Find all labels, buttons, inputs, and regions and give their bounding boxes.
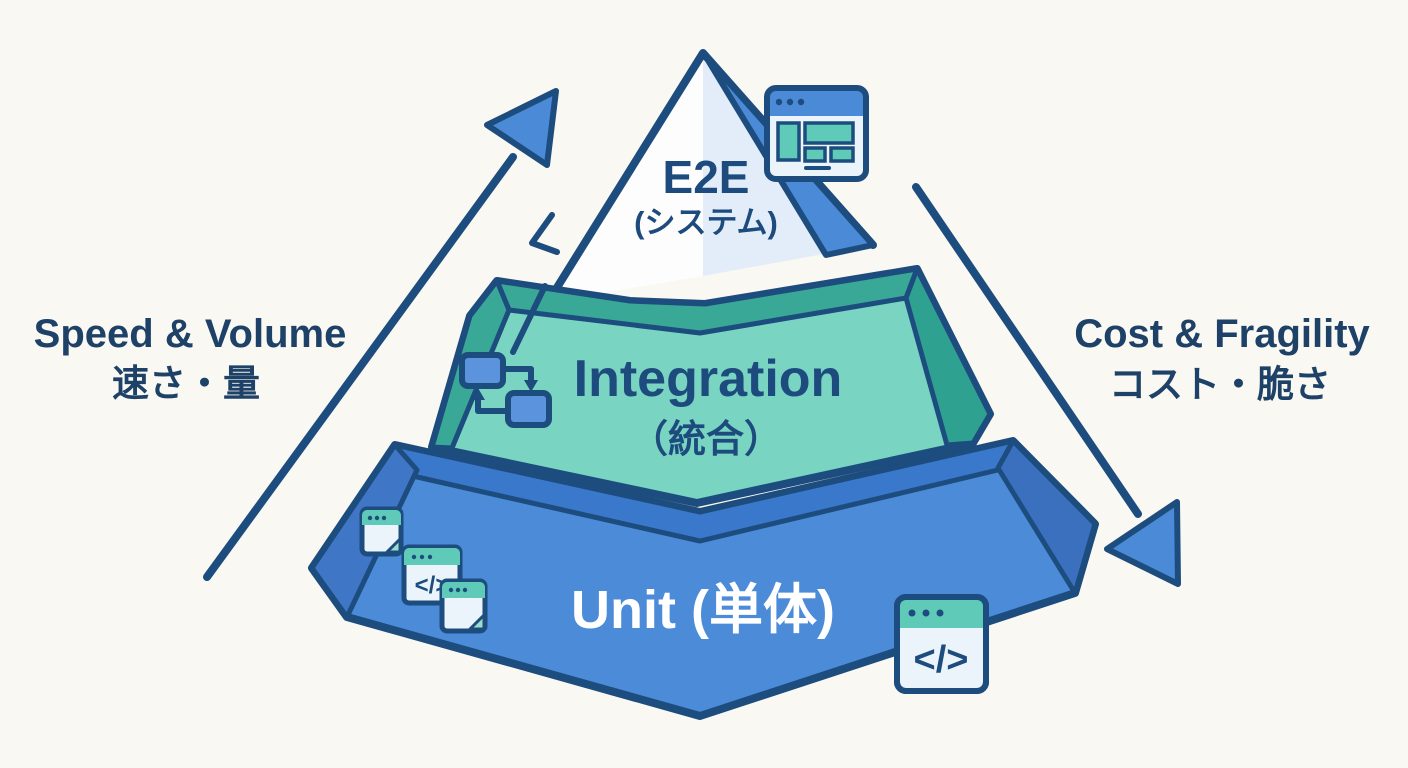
flowchart-box bbox=[505, 390, 552, 428]
file-window-titlebar bbox=[362, 510, 401, 525]
titlebar-dot-icon bbox=[908, 609, 916, 617]
cost-fragility-label-ja: コスト・脆さ bbox=[1109, 363, 1331, 405]
flowchart-connector bbox=[500, 366, 534, 383]
flowchart-arrowhead-up-icon bbox=[471, 388, 485, 400]
flowchart-box bbox=[459, 352, 506, 389]
folded-corner-icon bbox=[468, 613, 486, 631]
cost-fragility-label-en: Cost & Fragility bbox=[1074, 312, 1370, 356]
browser-icon-content-block bbox=[803, 121, 855, 145]
integration-sublabel: （統合） bbox=[630, 419, 782, 461]
titlebar-dot-icon bbox=[462, 587, 468, 593]
titlebar-dot-icon bbox=[374, 515, 380, 521]
e2e-sublabel: (システム) bbox=[634, 205, 778, 240]
titlebar-dot-icon bbox=[775, 98, 783, 106]
speed-volume-annotation: Speed & Volume 速さ・量 bbox=[34, 312, 347, 404]
code-window-border bbox=[894, 594, 989, 694]
tier-integration: Integration （統合） bbox=[428, 265, 994, 507]
flowchart-arrowhead-down-icon bbox=[524, 380, 538, 392]
titlebar-dot-icon bbox=[427, 554, 433, 560]
browser-window-icon bbox=[764, 85, 869, 182]
e2e-hook-line bbox=[529, 212, 560, 255]
titlebar-dot-icon bbox=[797, 98, 805, 106]
integration-right-facet bbox=[903, 266, 993, 448]
speed-volume-arrow-line bbox=[203, 153, 517, 581]
flowchart-connector bbox=[475, 397, 511, 414]
titlebar-dot-icon bbox=[367, 515, 373, 521]
code-glyph: </> bbox=[914, 639, 969, 681]
browser-icon-border bbox=[764, 85, 869, 182]
titlebar-dot-icon bbox=[419, 554, 425, 560]
unit-label: Unit (単体) bbox=[571, 580, 835, 640]
titlebar-dot-icon bbox=[936, 609, 944, 617]
speed-volume-arrowhead-icon bbox=[484, 88, 559, 168]
titlebar-dot-icon bbox=[448, 587, 454, 593]
browser-icon-content-block bbox=[829, 146, 855, 163]
cost-fragility-arrowhead-icon bbox=[1104, 499, 1181, 587]
e2e-label: E2E bbox=[663, 151, 750, 203]
titlebar-dot-icon bbox=[786, 98, 794, 106]
unit-file-window-icon bbox=[439, 578, 488, 634]
titlebar-dot-icon bbox=[922, 609, 930, 617]
speed-volume-label-ja: 速さ・量 bbox=[112, 363, 260, 404]
speed-volume-arrow bbox=[203, 88, 559, 581]
titlebar-dot-icon bbox=[411, 554, 417, 560]
cost-fragility-arrow-line bbox=[912, 183, 1142, 518]
integration-crack-line bbox=[510, 283, 548, 355]
integration-label: Integration bbox=[574, 350, 843, 408]
titlebar-dot-icon bbox=[381, 515, 387, 521]
cost-fragility-arrow bbox=[912, 183, 1181, 587]
flowchart-icon bbox=[459, 352, 552, 428]
unit-file-window-icon bbox=[359, 506, 404, 557]
browser-icon-content-block bbox=[803, 146, 827, 163]
browser-icon-sidebar-block bbox=[776, 121, 801, 162]
titlebar-dot-icon bbox=[455, 587, 461, 593]
cost-fragility-annotation: Cost & Fragility コスト・脆さ bbox=[1074, 312, 1370, 405]
speed-volume-label-en: Speed & Volume bbox=[34, 312, 347, 356]
browser-icon-titlebar bbox=[767, 88, 866, 116]
unit-code-window-icon-large: </> bbox=[894, 594, 989, 694]
folded-corner-icon bbox=[385, 537, 402, 554]
unit-right-facet bbox=[995, 438, 1098, 596]
